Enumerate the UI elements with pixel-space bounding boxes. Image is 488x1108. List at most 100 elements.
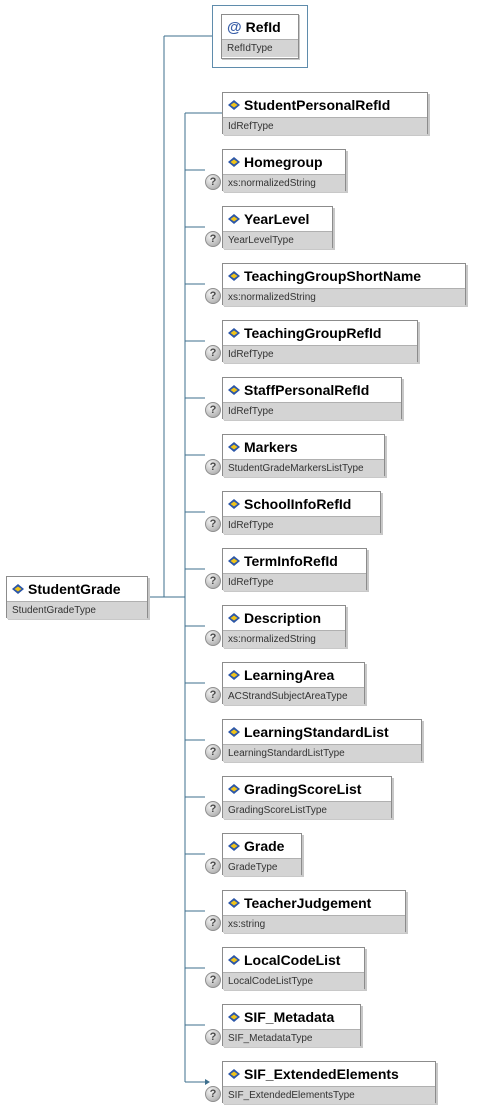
child-element-type: ACStrandSubjectAreaType bbox=[223, 687, 364, 705]
element-icon bbox=[228, 670, 240, 680]
optional-icon: ? bbox=[205, 459, 221, 475]
element-icon bbox=[228, 556, 240, 566]
child-element-name: TermInfoRefId bbox=[244, 553, 338, 569]
optional-icon: ? bbox=[205, 1086, 221, 1102]
element-icon bbox=[228, 1069, 240, 1079]
optional-icon: ? bbox=[205, 915, 221, 931]
attribute-frame: @ RefId RefIdType bbox=[212, 5, 308, 68]
child-element-name: TeachingGroupRefId bbox=[244, 325, 382, 341]
attribute-at-icon: @ bbox=[227, 18, 242, 36]
element-icon bbox=[228, 955, 240, 965]
child-element-node[interactable]: Homegroup xs:normalizedString bbox=[222, 149, 346, 192]
element-icon bbox=[228, 841, 240, 851]
optional-icon: ? bbox=[205, 630, 221, 646]
element-icon bbox=[228, 898, 240, 908]
child-element-name: Markers bbox=[244, 439, 298, 455]
optional-icon: ? bbox=[205, 573, 221, 589]
element-icon bbox=[228, 100, 240, 110]
child-element-name: LearningArea bbox=[244, 667, 335, 683]
child-element-name: Grade bbox=[244, 838, 285, 854]
element-icon bbox=[228, 271, 240, 281]
child-element-type: IdRefType bbox=[223, 117, 427, 135]
child-element-type: LocalCodeListType bbox=[223, 972, 364, 990]
child-element-type: IdRefType bbox=[223, 345, 417, 363]
child-element-type: SIF_ExtendedElementsType bbox=[223, 1086, 435, 1104]
child-element-node[interactable]: Description xs:normalizedString bbox=[222, 605, 346, 648]
child-element-type: IdRefType bbox=[223, 402, 401, 420]
child-element-type: IdRefType bbox=[223, 573, 366, 591]
child-element-name: TeacherJudgement bbox=[244, 895, 372, 911]
child-element-name: Description bbox=[244, 610, 322, 626]
element-icon bbox=[228, 442, 240, 452]
child-element-name: StaffPersonalRefId bbox=[244, 382, 370, 398]
root-element-name: StudentGrade bbox=[28, 581, 121, 597]
attribute-type: RefIdType bbox=[222, 39, 298, 57]
child-element-type: YearLevelType bbox=[223, 231, 332, 249]
child-element-name: Homegroup bbox=[244, 154, 323, 170]
element-icon bbox=[12, 584, 24, 594]
element-icon bbox=[228, 1012, 240, 1022]
child-element-node[interactable]: TeacherJudgement xs:string bbox=[222, 890, 406, 933]
child-element-name: LearningStandardList bbox=[244, 724, 389, 740]
child-element-type: GradingScoreListType bbox=[223, 801, 391, 819]
child-element-type: StudentGradeMarkersListType bbox=[223, 459, 384, 477]
child-element-name: StudentPersonalRefId bbox=[244, 97, 391, 113]
optional-icon: ? bbox=[205, 1029, 221, 1045]
connector-arrow bbox=[205, 1079, 210, 1085]
root-element-type: StudentGradeType bbox=[7, 601, 147, 619]
attribute-name: RefId bbox=[245, 19, 281, 35]
child-element-name: SIF_Metadata bbox=[244, 1009, 335, 1025]
root-element-node[interactable]: StudentGrade StudentGradeType bbox=[6, 576, 148, 619]
element-icon bbox=[228, 784, 240, 794]
element-icon bbox=[228, 613, 240, 623]
optional-icon: ? bbox=[205, 972, 221, 988]
child-element-name: GradingScoreList bbox=[244, 781, 362, 797]
optional-icon: ? bbox=[205, 174, 221, 190]
child-element-type: SIF_MetadataType bbox=[223, 1029, 360, 1047]
optional-icon: ? bbox=[205, 801, 221, 817]
element-icon bbox=[228, 499, 240, 509]
child-element-type: IdRefType bbox=[223, 516, 380, 534]
optional-icon: ? bbox=[205, 687, 221, 703]
optional-icon: ? bbox=[205, 744, 221, 760]
child-element-name: YearLevel bbox=[244, 211, 310, 227]
attribute-node-refid[interactable]: @ RefId RefIdType bbox=[221, 14, 299, 59]
child-element-node[interactable]: TeachingGroupShortName xs:normalizedStrin… bbox=[222, 263, 466, 306]
element-icon bbox=[228, 328, 240, 338]
element-icon bbox=[228, 214, 240, 224]
element-icon bbox=[228, 727, 240, 737]
optional-icon: ? bbox=[205, 858, 221, 874]
child-element-type: GradeType bbox=[223, 858, 301, 876]
child-element-name: SchoolInfoRefId bbox=[244, 496, 352, 512]
optional-icon: ? bbox=[205, 345, 221, 361]
child-element-name: SIF_ExtendedElements bbox=[244, 1066, 399, 1082]
child-element-type: xs:normalizedString bbox=[223, 174, 345, 192]
child-element-type: LearningStandardListType bbox=[223, 744, 421, 762]
element-icon bbox=[228, 157, 240, 167]
element-icon bbox=[228, 385, 240, 395]
optional-icon: ? bbox=[205, 231, 221, 247]
child-element-type: xs:normalizedString bbox=[223, 288, 465, 306]
child-element-type: xs:string bbox=[223, 915, 405, 933]
optional-icon: ? bbox=[205, 402, 221, 418]
child-element-type: xs:normalizedString bbox=[223, 630, 345, 648]
optional-icon: ? bbox=[205, 288, 221, 304]
child-element-name: TeachingGroupShortName bbox=[244, 268, 422, 284]
optional-icon: ? bbox=[205, 516, 221, 532]
child-element-name: LocalCodeList bbox=[244, 952, 341, 968]
